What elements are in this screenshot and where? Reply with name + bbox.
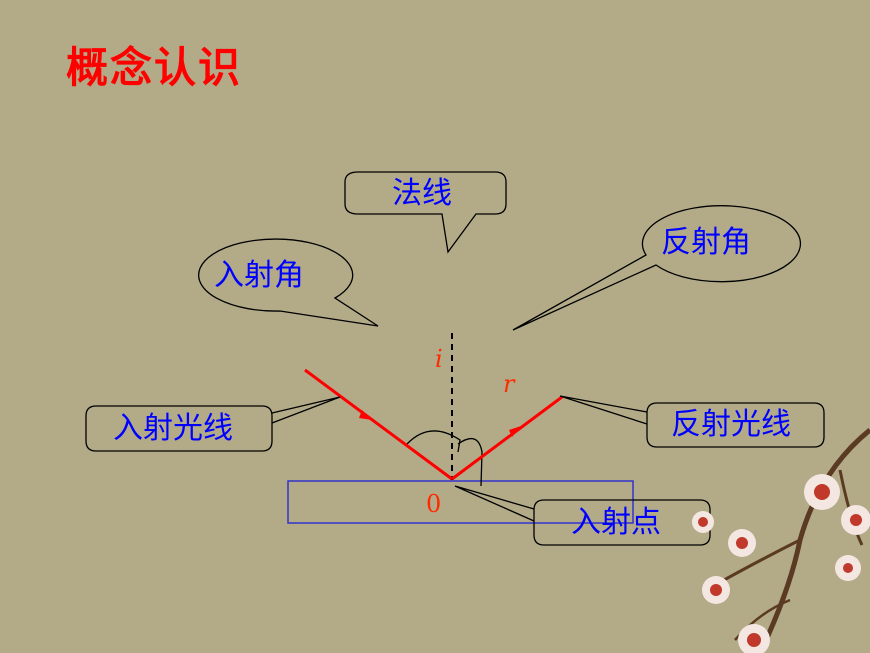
symbol-reflection-angle: r	[503, 370, 515, 398]
flower-branch-decoration	[692, 428, 870, 653]
reflected-ray	[451, 395, 563, 481]
mirror-surface	[287, 480, 634, 524]
symbol-incidence-point: 0	[426, 490, 442, 518]
callout-incidence-point	[533, 499, 711, 546]
callout-reflected-ray	[646, 402, 825, 448]
flower-icon	[841, 505, 870, 535]
flower-icon	[692, 511, 714, 533]
label-incidence-point: 入射点	[571, 505, 661, 540]
callout-incident-ray	[85, 405, 273, 452]
symbol-incidence-angle: i	[435, 345, 443, 373]
callout-incidence-point-tail	[454, 485, 535, 522]
callout-incidence-angle	[198, 238, 379, 327]
incident-ray-arrow	[359, 410, 372, 420]
flower-icon	[702, 576, 730, 604]
label-reflection-angle: 反射角	[661, 225, 751, 260]
callout-normal	[344, 171, 507, 254]
callout-reflection-angle	[512, 205, 802, 331]
incident-ray	[304, 368, 453, 481]
callout-reflected-ray-tail	[559, 395, 648, 425]
page-title: 概念认识	[66, 43, 243, 92]
reflected-ray-arrow	[509, 426, 521, 437]
flower-icon	[835, 555, 861, 581]
incidence-angle-arc	[406, 430, 461, 453]
flower-icon	[804, 474, 840, 510]
label-incident-ray: 入射光线	[113, 411, 233, 446]
label-reflected-ray: 反射光线	[671, 407, 791, 442]
label-normal: 法线	[392, 176, 452, 211]
flower-icon	[728, 529, 756, 557]
callout-incident-ray-tail	[271, 396, 341, 424]
reflection-angle-arc	[457, 437, 483, 487]
flower-icon	[738, 624, 770, 653]
label-incidence-angle: 入射角	[214, 258, 304, 293]
